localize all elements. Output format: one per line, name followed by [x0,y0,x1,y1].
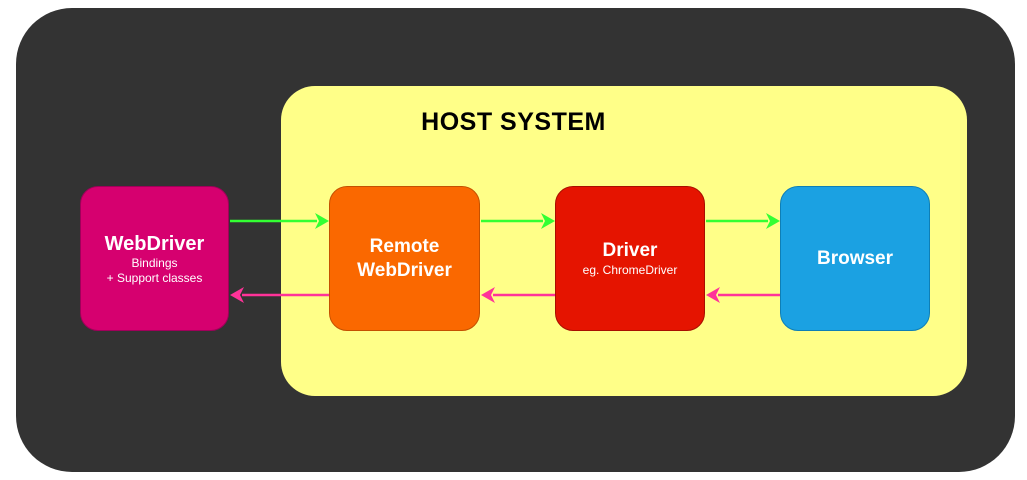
webdriver-subtitle-support: + Support classes [106,270,203,285]
host-system-title: HOST SYSTEM [421,108,606,136]
webdriver-title: WebDriver [104,232,205,255]
remote-webdriver-title-line1: Remote [369,235,440,257]
driver-subtitle: eg. ChromeDriver [582,263,678,277]
webdriver-bindings-node: WebDriver Bindings + Support classes [80,186,229,331]
driver-title: Driver [602,240,658,261]
browser-node: Browser [780,186,930,331]
driver-node: Driver eg. ChromeDriver [555,186,705,331]
remote-webdriver-node: Remote WebDriver [329,186,480,331]
browser-title: Browser [816,247,894,269]
webdriver-subtitle-bindings: Bindings [131,255,178,270]
remote-webdriver-title-line2: WebDriver [357,259,452,281]
